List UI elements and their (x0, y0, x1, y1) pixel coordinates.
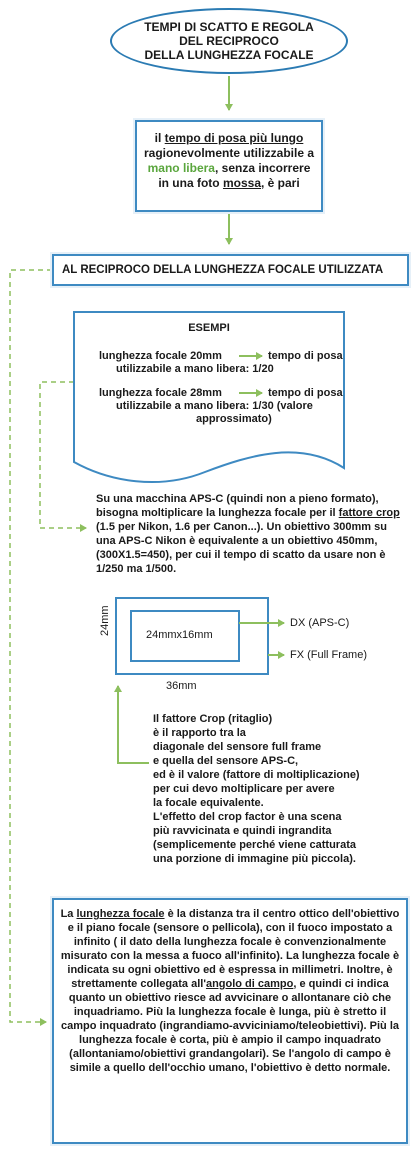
rule-text-4: , è pari (261, 176, 300, 190)
dashed-connector-to-final (9, 269, 52, 1026)
examples-title: ESEMPI (188, 322, 230, 334)
crop-definition: Il fattore Crop (ritaglio) è il rapporto… (153, 713, 360, 865)
crop-text-2: (1.5 per Nikon, 1.6 per Canon...). Un ob… (96, 521, 387, 575)
rule-box: il tempo di posa più lungo ragionevolmen… (135, 120, 323, 212)
crop-factor-link-text: fattore crop (338, 507, 400, 519)
rule-underlined-2: mossa (222, 176, 261, 190)
focal-length-box: La lunghezza focale è la distanza tra il… (52, 898, 408, 1144)
example2-continuation-2: approssimato) (196, 413, 272, 425)
rule-text-3: , senza incorrere in una foto (158, 161, 311, 190)
reciprocal-text: AL RECIPROCO DELLA LUNGHEZZA FOCALE UTIL… (62, 264, 384, 276)
title-line-1: TEMPI DI SCATTO E REGOLA (144, 20, 314, 34)
examples-document-shape (73, 311, 345, 483)
reciprocal-box: AL RECIPROCO DELLA LUNGHEZZA FOCALE UTIL… (52, 254, 409, 286)
final-text-2: è la distanza tra il centro ottico dell'… (60, 908, 400, 990)
rule-text-2: ragionevolmente utilizzabile a (143, 146, 315, 160)
focal-length-term: lunghezza focale (76, 908, 165, 920)
field-angle-term: angolo di campo (205, 978, 294, 990)
example1-right: tempo di posa (268, 350, 343, 362)
sensor-width-label: 36mm (166, 680, 197, 692)
title-oval: TEMPI DI SCATTO E REGOLA DEL RECIPROCO D… (110, 8, 348, 74)
example2-right: tempo di posa (268, 387, 343, 399)
sensor-height-label: 24mm (99, 605, 111, 636)
example2-left: lunghezza focale 28mm (99, 387, 222, 399)
example1-left: lunghezza focale 20mm (99, 350, 222, 362)
title-line-3: DELLA LUNGHEZZA FOCALE (144, 48, 314, 62)
aps-c-size-label: 24mmx16mm (146, 629, 213, 641)
crop-text-1: Su una macchina APS-C (quindi non a pien… (96, 493, 379, 519)
crop-def-connector (114, 685, 149, 764)
rule-green-text: mano libera (147, 161, 215, 175)
aps-c-rect (130, 610, 240, 662)
dashed-connector-to-crop (39, 381, 87, 532)
final-text-3: , e quindi ci indica quanto un obiettivo… (60, 978, 399, 1074)
rule-text-1: il (154, 131, 165, 145)
dx-label: DX (APS-C) (290, 617, 350, 629)
rule-underlined-1: tempo di posa più lungo (164, 131, 304, 145)
example1-continuation: utilizzabile a mano libera: 1/20 (116, 363, 274, 375)
crop-paragraph: Su una macchina APS-C (quindi non a pien… (96, 492, 402, 576)
final-text-1: La (60, 908, 77, 920)
fx-label: FX (Full Frame) (290, 649, 367, 661)
title-line-2: DEL RECIPROCO (179, 34, 279, 48)
example2-continuation-1: utilizzabile a mano libera: 1/30 (valore (116, 400, 313, 412)
